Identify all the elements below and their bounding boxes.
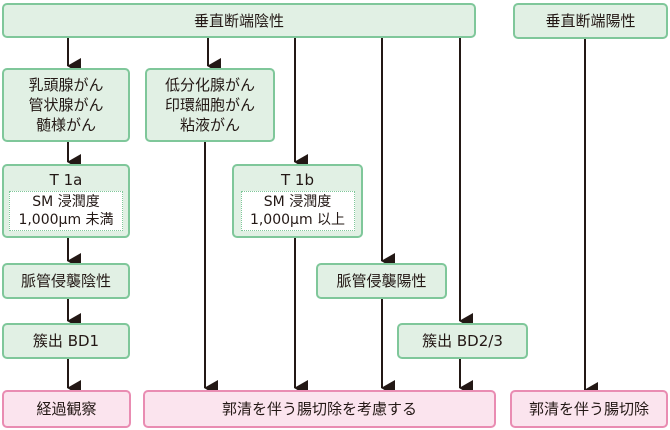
node-differentiated-types: 乳頭腺がん 管状腺がん 髄様がん xyxy=(2,68,130,142)
node-label: 垂直断端陽性 xyxy=(545,12,636,30)
node-label: 垂直断端陰性 xyxy=(193,11,284,30)
node-label: 簇出 BD2/3 xyxy=(422,332,503,350)
outcome-consider-resection: 郭清を伴う腸切除を考慮する xyxy=(143,390,496,428)
node-vertical-margin-positive: 垂直断端陽性 xyxy=(513,3,668,39)
node-lymphovascular-positive: 脈管侵襲陽性 xyxy=(316,263,447,299)
detail-line: SM 浸潤度 xyxy=(32,194,100,210)
outcome-label: 郭清を伴う腸切除 xyxy=(528,400,649,418)
histology-item: 粘液がん xyxy=(179,116,240,134)
histology-item: 乳頭腺がん xyxy=(28,76,104,94)
node-vertical-margin-negative: 垂直断端陰性 xyxy=(2,3,476,38)
node-label: 脈管侵襲陽性 xyxy=(336,272,427,290)
node-t1a: T 1a SM 浸潤度 1,000μm 未満 xyxy=(2,164,130,238)
detail-line: 1,000μm 未満 xyxy=(18,212,114,228)
histology-item: 印環細胞がん xyxy=(164,96,255,114)
outcome-observation: 経過観察 xyxy=(2,390,131,428)
outcome-label: 郭清を伴う腸切除を考慮する xyxy=(221,400,417,418)
node-lymphovascular-negative: 脈管侵襲陰性 xyxy=(2,263,130,299)
histology-item: 低分化腺がん xyxy=(164,76,255,94)
sm-invasion-detail: SM 浸潤度 1,000μm 以上 xyxy=(240,191,355,231)
histology-item: 髄様がん xyxy=(35,116,96,134)
node-budding-bd1: 簇出 BD1 xyxy=(2,323,130,359)
node-label: 簇出 BD1 xyxy=(32,332,100,350)
sm-invasion-detail: SM 浸潤度 1,000μm 未満 xyxy=(9,191,123,231)
node-budding-bd23: 簇出 BD2/3 xyxy=(397,323,528,359)
node-label: 脈管侵襲陰性 xyxy=(20,272,111,290)
node-undifferentiated-types: 低分化腺がん 印環細胞がん 粘液がん xyxy=(145,68,275,142)
detail-line: 1,000μm 以上 xyxy=(249,212,346,228)
t-stage-title: T 1b xyxy=(281,171,314,189)
node-t1b: T 1b SM 浸潤度 1,000μm 以上 xyxy=(232,164,363,238)
outcome-label: 経過観察 xyxy=(36,400,97,418)
histology-item: 管状腺がん xyxy=(28,96,104,114)
outcome-resection: 郭清を伴う腸切除 xyxy=(510,390,668,428)
detail-line: SM 浸潤度 xyxy=(263,194,332,210)
t-stage-title: T 1a xyxy=(49,171,83,189)
